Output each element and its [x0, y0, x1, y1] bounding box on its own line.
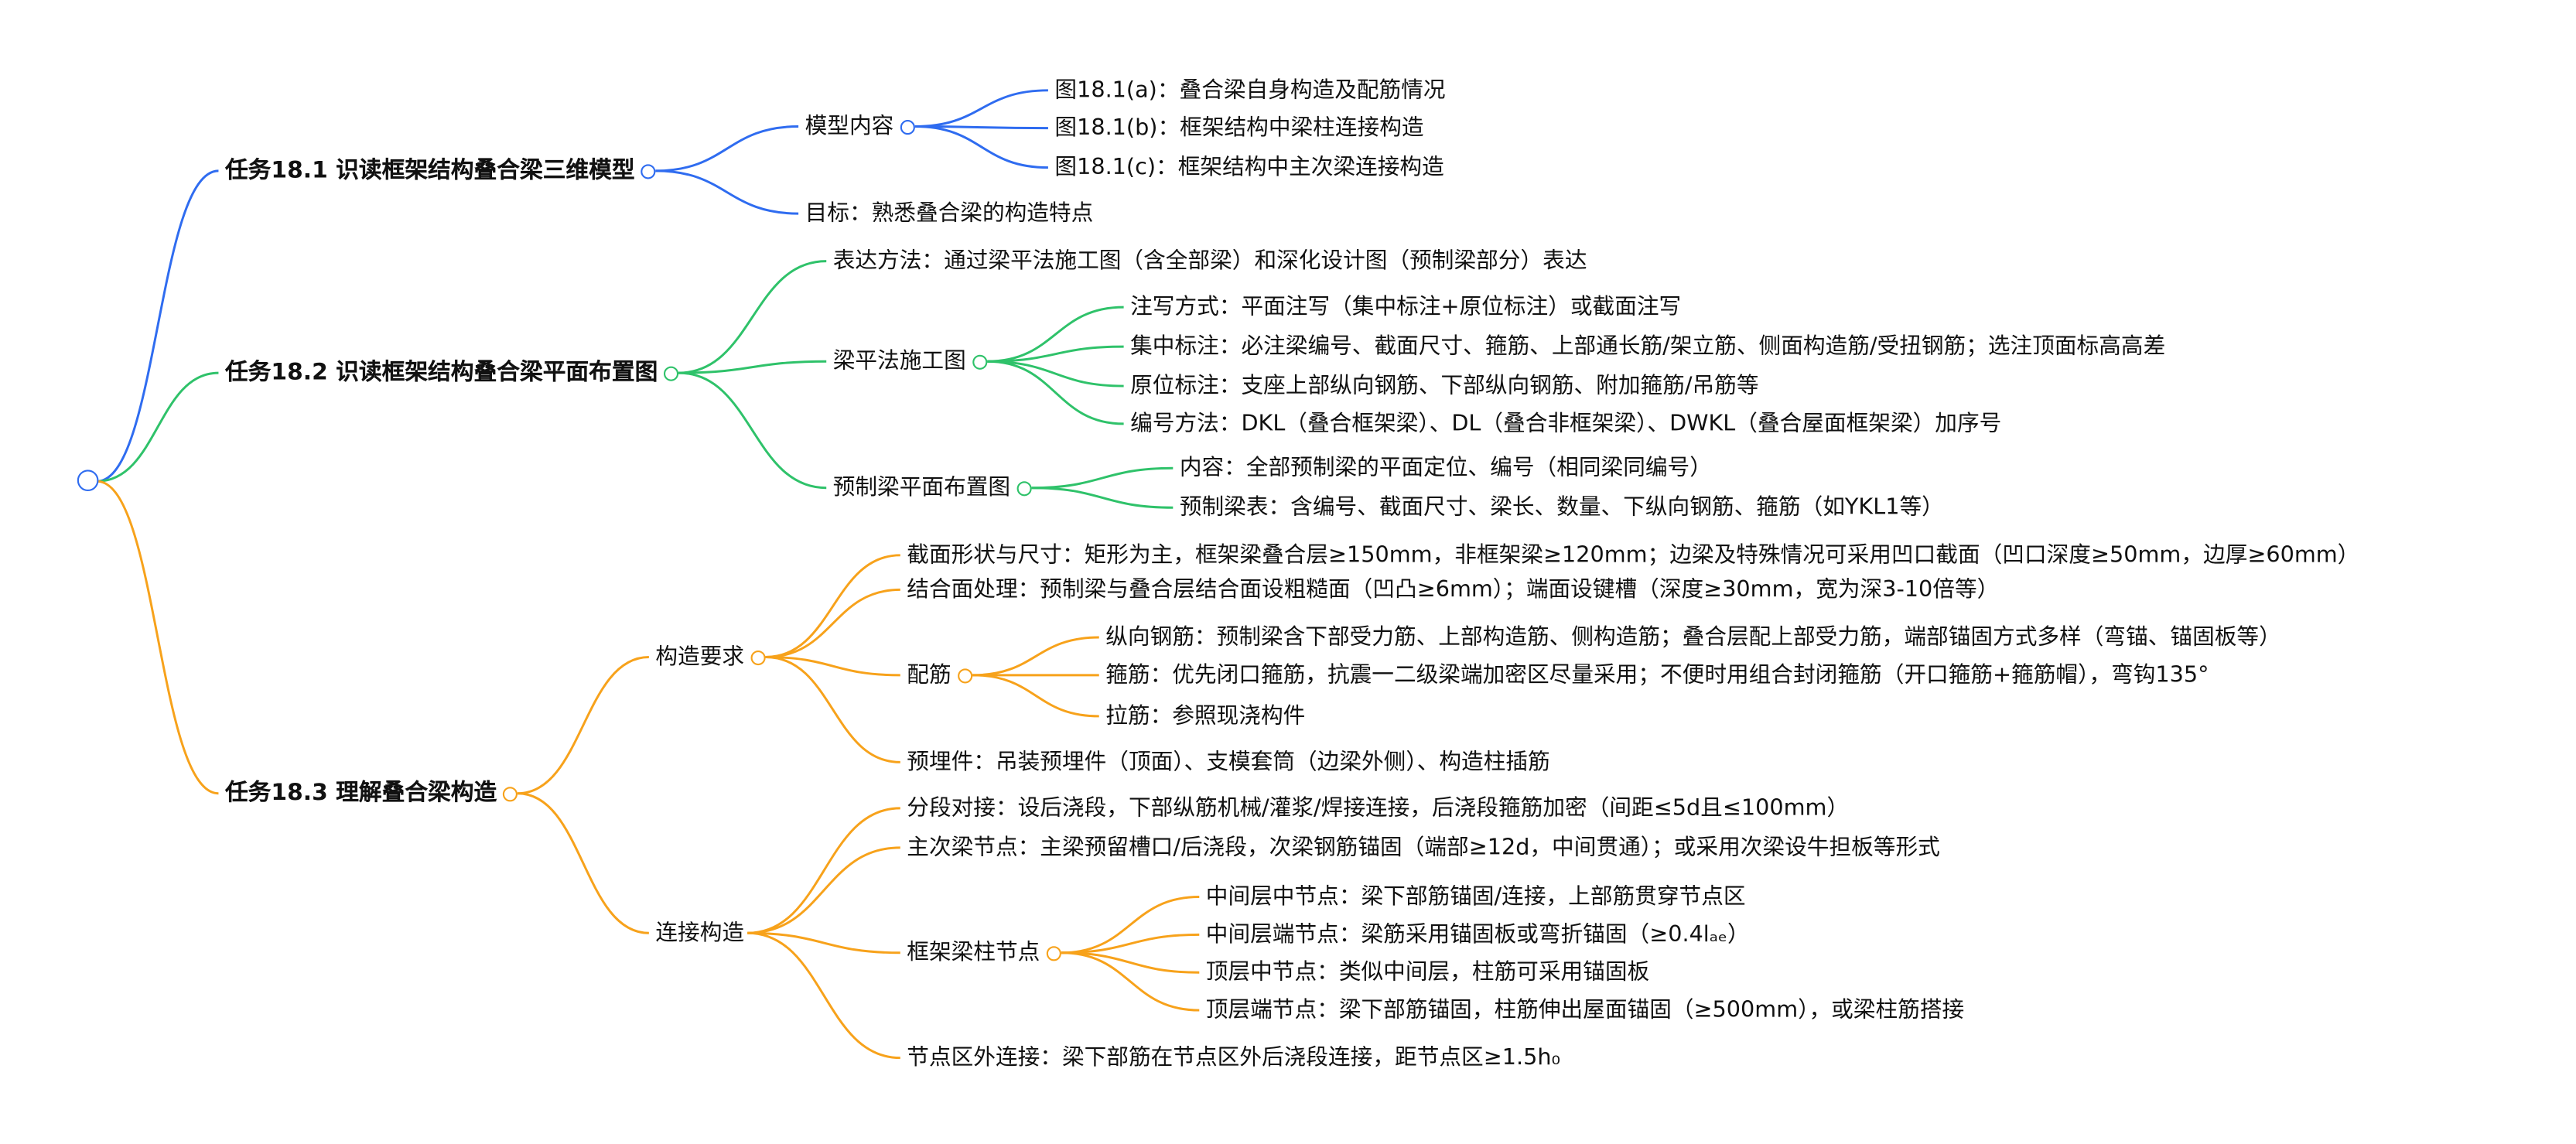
node-label: 配筋	[907, 661, 951, 688]
connector-line	[655, 125, 799, 172]
leaf-node[interactable]: 图18.1(a)：叠合梁自身构造及配筋情况	[1054, 77, 1446, 104]
node-label: 构造要求	[655, 644, 745, 671]
connector-line	[517, 655, 649, 795]
node-model-content[interactable]: 模型内容	[805, 111, 915, 141]
leaf-node[interactable]: 内容：全部预制梁的平面定位、编号（相同梁同编号）	[1179, 455, 1712, 482]
leaf-node[interactable]: 注写方式：平面注写（集中标注+原位标注）或截面注写	[1130, 294, 1682, 321]
topic-label: 任务18.3 理解叠合梁构造	[224, 780, 497, 807]
connector-line	[1061, 896, 1200, 954]
connector-line	[987, 306, 1124, 363]
leaf-node[interactable]: 纵向钢筋：预制梁含下部受力筋、上部构造筋、侧构造筋；叠合层配上部受力筋，端部锚固…	[1105, 624, 2281, 651]
connector-line	[97, 371, 219, 483]
leaf-node[interactable]: 截面形状与尺寸：矩形为主，框架梁叠合层≥150mm，非框架梁≥120mm；边梁及…	[907, 541, 2360, 569]
connector-line	[678, 371, 827, 490]
connector-line	[747, 846, 900, 934]
leaf-node[interactable]: 箍筋：优先闭口箍筋，抗震一二级梁端加密区尽量采用；不便时用组合封闭箍筋（开口箍筋…	[1105, 661, 2209, 688]
connector-line	[1061, 951, 1200, 974]
connector-line	[765, 554, 900, 658]
topic-label: 任务18.2 识读框架结构叠合梁平面布置图	[224, 360, 658, 387]
node-requirements[interactable]: 构造要求	[655, 642, 766, 671]
leaf-node[interactable]: 编号方法：DKL（叠合框架梁）、DL（叠合非框架梁）、DWKL（叠合屋面框架梁）…	[1130, 410, 2002, 437]
leaf-node[interactable]: 预制梁表：含编号、截面尺寸、梁长、数量、下纵向钢筋、箍筋（如YKL1等）	[1179, 494, 1944, 521]
leaf-node[interactable]: 节点区外连接：梁下部筋在节点区外后浇段连接，距节点区≥1.5h₀	[907, 1044, 1560, 1071]
connector-line	[747, 931, 900, 954]
connector-line	[765, 588, 900, 658]
node-label: 预制梁平面布置图	[832, 474, 1011, 501]
connector-line	[914, 89, 1048, 128]
node-connection[interactable]: 连接构造	[655, 918, 744, 948]
topic-task-18-1[interactable]: 任务18.1 识读框架结构叠合梁三维模型	[224, 156, 657, 186]
connector-line	[678, 360, 827, 374]
connector-line	[972, 674, 1099, 718]
leaf-node[interactable]: 中间层中节点：梁下部筋锚固/连接，上部筋贯穿节点区	[1205, 883, 1746, 910]
connector-line	[765, 655, 900, 763]
connector-line	[765, 655, 900, 677]
leaf-node[interactable]: 图18.1(c)：框架结构中主次梁连接构造	[1054, 154, 1444, 181]
topic-task-18-2[interactable]: 任务18.2 识读框架结构叠合梁平面布置图	[225, 358, 679, 388]
leaf-node[interactable]: 预埋件：吊装预埋件（顶面）、支模套筒（边梁外侧）、构造柱插筋	[907, 749, 1550, 776]
topic-task-18-3[interactable]: 任务18.3 理解叠合梁构造	[225, 779, 518, 808]
leaf-node[interactable]: 图18.1(b)：框架结构中梁柱连接构造	[1054, 114, 1424, 142]
connector-line	[97, 480, 219, 795]
node-precast-layout[interactable]: 预制梁平面布置图	[833, 473, 1032, 503]
connector-line	[972, 636, 1099, 677]
collapse-toggle-icon[interactable]	[503, 786, 518, 801]
node-label: 梁平法施工图	[832, 348, 966, 375]
collapse-toggle-icon[interactable]	[641, 163, 657, 179]
leaf-node[interactable]: 集中标注：必注梁编号、截面尺寸、箍筋、上部通长筋/架立筋、侧面构造筋/受扭钢筋；…	[1130, 333, 2166, 360]
collapse-toggle-icon[interactable]	[664, 365, 679, 381]
leaf-node-express[interactable]: 表达方法：通过梁平法施工图（含全部梁）和深化设计图（预制梁部分）表达	[832, 248, 1587, 275]
connector-line	[517, 792, 649, 934]
connector-line	[678, 260, 827, 374]
leaf-node[interactable]: 原位标注：支座上部纵向钢筋、下部纵向钢筋、附加箍筋/吊筋等	[1130, 373, 1759, 400]
collapse-toggle-icon[interactable]	[1016, 480, 1032, 496]
connector-line	[1031, 466, 1174, 490]
leaf-node[interactable]: 拉筋：参照现浇构件	[1105, 702, 1306, 729]
node-beam-column-joint[interactable]: 框架梁柱节点	[907, 938, 1061, 968]
leaf-node[interactable]: 顶层中节点：类似中间层，柱筋可采用锚固板	[1205, 959, 1650, 986]
leaf-node[interactable]: 结合面处理：预制梁与叠合层结合面设粗糙面（凹凸≥6mm）；端面设键槽（深度≥30…	[907, 576, 2000, 603]
node-label: 模型内容	[805, 113, 894, 140]
connector-line	[1061, 951, 1200, 1012]
connector-line	[747, 931, 900, 1060]
connector-line	[97, 169, 219, 483]
leaf-node-goal[interactable]: 目标：熟悉叠合梁的构造特点	[805, 200, 1094, 227]
node-label: 连接构造	[655, 920, 745, 947]
node-rebar[interactable]: 配筋	[907, 661, 973, 690]
collapse-toggle-icon[interactable]	[972, 353, 988, 369]
leaf-node[interactable]: 主次梁节点：主梁预留槽口/后浇段，次梁钢筋锚固（端部≥12d，中间贯通）；或采用…	[907, 834, 1940, 861]
connector-line	[1031, 487, 1174, 509]
leaf-node[interactable]: 顶层端节点：梁下部筋锚固，柱筋伸出屋面锚固（≥500mm），或梁柱筋搭接	[1205, 997, 1965, 1024]
collapse-toggle-icon[interactable]	[1046, 945, 1061, 961]
leaf-node[interactable]: 分段对接：设后浇段，下部纵筋机械/灌浆/焊接连接，后浇段箍筋加密（间距≤5d且≤…	[907, 794, 1850, 821]
collapse-toggle-icon[interactable]	[900, 118, 915, 135]
topic-label: 任务18.1 识读框架结构叠合梁三维模型	[224, 157, 635, 184]
collapse-toggle-icon[interactable]	[750, 649, 766, 665]
node-label: 框架梁柱节点	[907, 939, 1040, 966]
connector-line	[987, 360, 1124, 388]
connector-line	[914, 125, 1048, 169]
leaf-node[interactable]: 中间层端节点：梁筋采用锚固板或弯折锚固（≥0.4lₐₑ）	[1205, 921, 1750, 948]
connector-line	[987, 360, 1124, 425]
root-node[interactable]	[77, 470, 99, 491]
connector-line	[1061, 933, 1200, 954]
node-pingfa[interactable]: 梁平法施工图	[833, 347, 988, 376]
connector-line	[747, 807, 900, 934]
connector-line	[655, 169, 799, 215]
connector-line	[914, 125, 1048, 130]
connector-line	[987, 345, 1124, 363]
collapse-toggle-icon[interactable]	[958, 668, 973, 683]
